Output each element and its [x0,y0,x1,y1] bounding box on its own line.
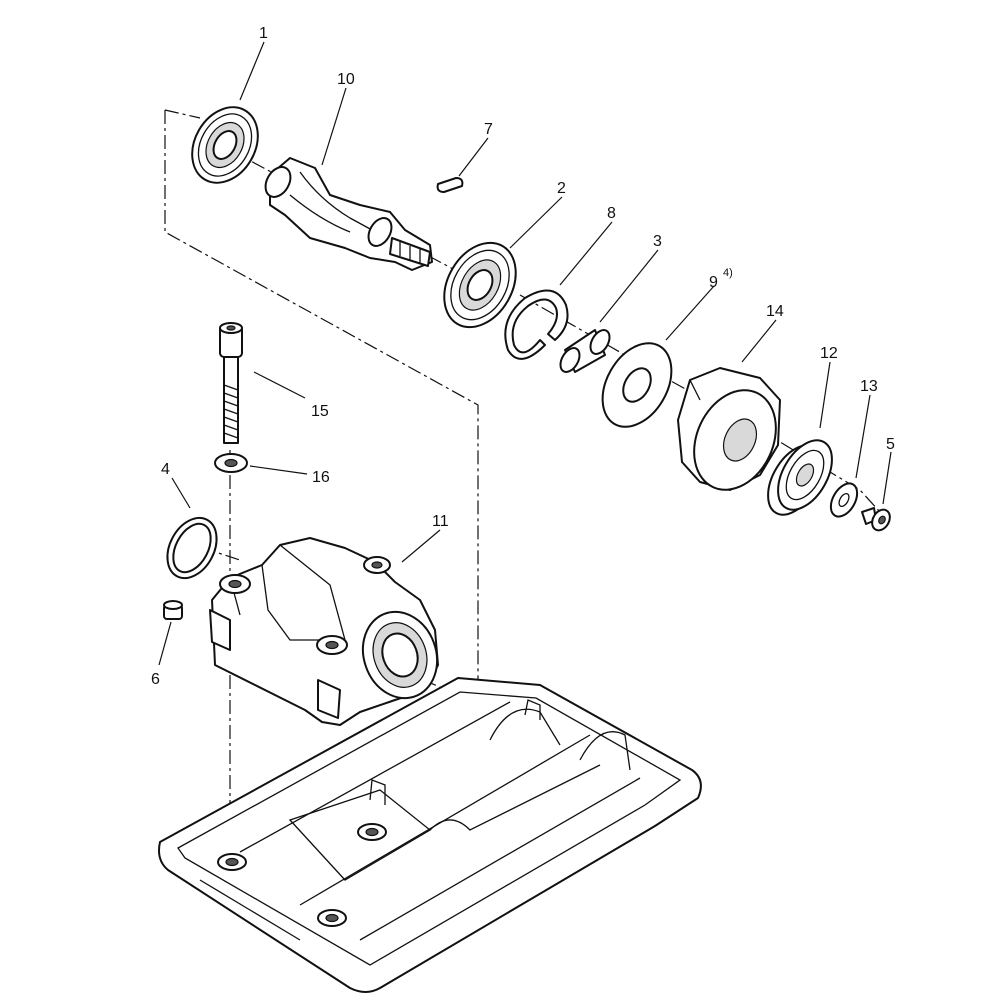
eccentric-shaft [264,157,433,271]
washer-13 [829,482,859,518]
snap-ring-4 [166,516,218,580]
label-part-5: 5 [886,436,895,453]
key-7 [436,177,464,193]
bearing-2 [443,241,517,329]
label-part-12: 12 [820,345,838,362]
bearing-1 [191,106,259,184]
screw-5 [861,507,891,532]
washer-9 [601,342,673,428]
label-part-6: 6 [151,671,160,688]
circlip-8 [504,289,569,360]
label-part-15: 15 [311,403,329,420]
leader-lines [158,41,892,666]
part-labels: 1 10 7 2 8 3 9 4) 14 12 13 5 15 16 4 11 … [151,25,895,688]
cap-screw [219,322,243,444]
label-part-4: 4 [161,461,170,478]
label-part-7: 7 [484,121,493,138]
label-part-8: 8 [607,205,616,222]
base-plate [158,677,702,993]
label-part-2: 2 [557,180,566,197]
label-part-1: 1 [259,25,268,42]
label-part-3: 3 [653,233,662,250]
label-part-9-note: 4) [723,267,733,279]
label-part-13: 13 [860,378,878,395]
dowel-pin-6 [163,600,183,620]
pulley-12 [767,439,833,516]
sleeve-3 [559,329,611,373]
label-part-10: 10 [337,71,355,88]
label-part-11: 11 [432,513,449,530]
label-part-14: 14 [766,303,784,320]
eccentric-weight-14 [677,367,781,491]
exciter-housing [209,537,439,726]
washer-16 [214,453,248,473]
label-part-16: 16 [312,469,330,486]
label-part-9: 9 [709,274,718,291]
